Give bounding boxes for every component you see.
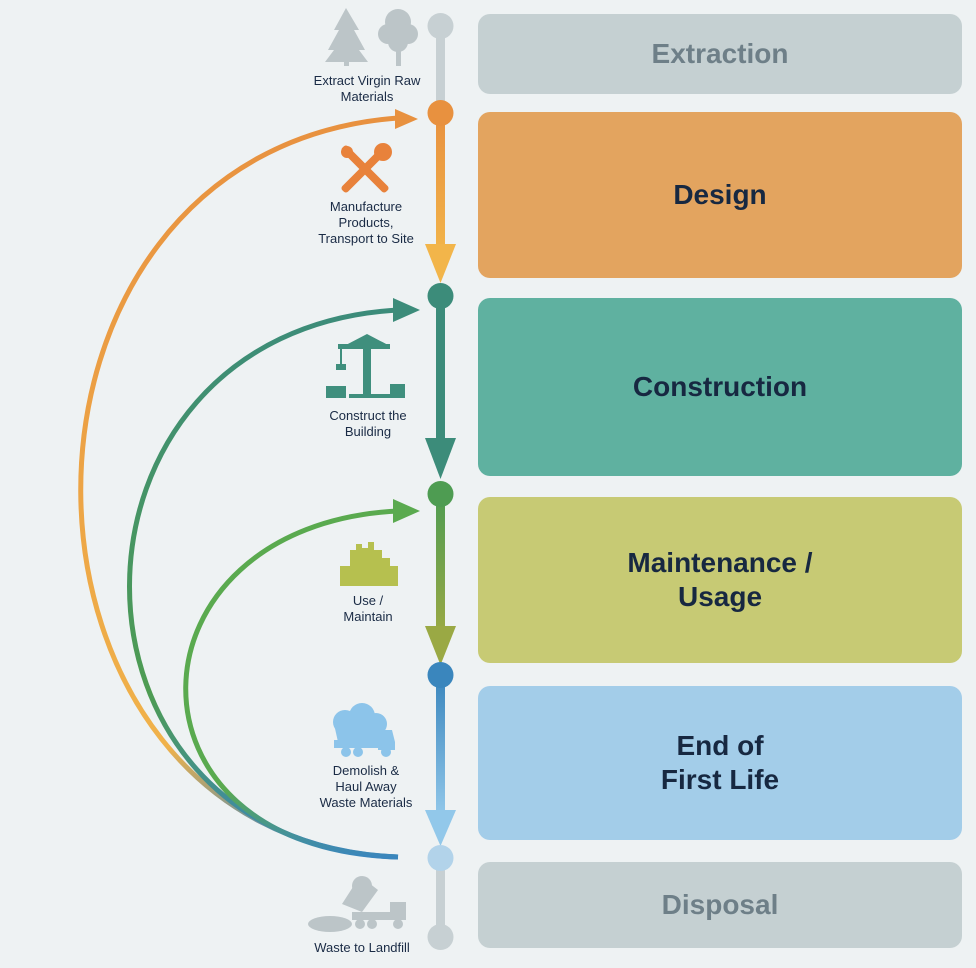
stage-design: Design xyxy=(478,112,962,278)
arrow-end-of-life xyxy=(425,810,456,846)
dump-truck-icon xyxy=(333,703,395,757)
step-label-manufacture: Manufacture Products, Transport to Site xyxy=(318,199,414,246)
stage-construction: Construction xyxy=(478,298,962,476)
step-label-landfill: Waste to Landfill xyxy=(314,940,410,955)
step-label-extract: Extract Virgin Raw Materials xyxy=(313,73,421,104)
node-disposal xyxy=(427,845,454,871)
step-label-demolish: Demolish & Haul Away Waste Materials xyxy=(319,763,413,810)
step-label-use: Use / Maintain xyxy=(343,593,393,624)
crane-icon xyxy=(326,334,405,398)
timeline-segment-design xyxy=(436,114,445,256)
node-maintenance xyxy=(427,481,454,507)
node-construction xyxy=(427,283,454,309)
landfill-truck-icon xyxy=(308,876,406,932)
arrow-design xyxy=(425,244,456,283)
stage-disposal: Disposal xyxy=(478,862,962,948)
timeline-segment-extraction xyxy=(436,26,445,114)
node-design xyxy=(427,100,454,126)
node-landfill xyxy=(427,924,454,950)
city-icon xyxy=(340,542,398,586)
arrow-construction xyxy=(425,438,456,479)
trees-icon xyxy=(325,8,418,66)
stage-end-of-life: End of First Life xyxy=(478,686,962,840)
node-extraction xyxy=(427,13,454,39)
recycle-arc-to-maintenance xyxy=(183,499,420,860)
timeline-segment-disposal xyxy=(436,858,445,938)
stage-extraction: Extraction xyxy=(478,14,962,94)
stage-maintenance: Maintenance / Usage xyxy=(478,497,962,663)
arrow-maintenance xyxy=(425,626,456,665)
timeline-segment-maintenance xyxy=(436,494,445,634)
timeline-segment-end-of-life xyxy=(436,676,445,816)
tools-icon xyxy=(341,143,392,193)
timeline-segment-construction xyxy=(436,296,445,448)
step-label-construct: Construct the Building xyxy=(329,408,407,439)
node-end-of-life xyxy=(427,662,454,688)
